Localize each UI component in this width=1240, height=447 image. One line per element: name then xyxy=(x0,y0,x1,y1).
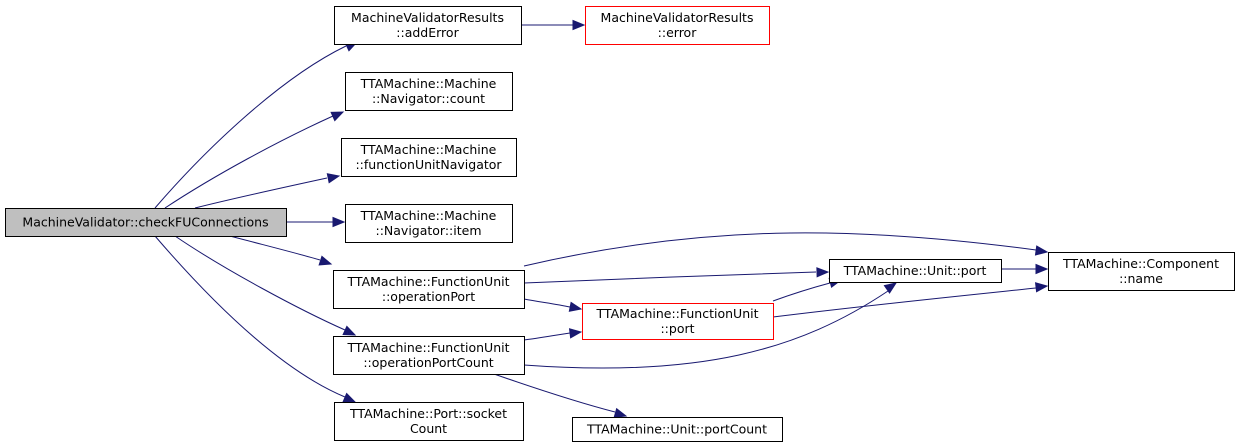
node-label-line: TTAMachine::FunctionUnit xyxy=(596,306,759,321)
edge-check-fu-to-nav-item xyxy=(286,216,346,228)
arrowhead-icon xyxy=(568,328,583,339)
arrowhead-icon xyxy=(342,392,357,403)
node-label-line: ::functionUnitNavigator xyxy=(355,157,502,172)
edge-check-fu-to-operation-port-count xyxy=(174,235,357,336)
arrowhead-icon xyxy=(883,282,898,294)
node-fu-port[interactable]: TTAMachine::FunctionUnit::port xyxy=(582,303,774,340)
arrowhead-icon xyxy=(572,19,586,31)
edge-line xyxy=(493,373,616,413)
edge-line xyxy=(229,235,321,261)
node-add-error[interactable]: MachineValidatorResults::addError xyxy=(334,6,522,45)
node-box xyxy=(829,259,1002,283)
node-label-line: TTAMachine::Machine xyxy=(360,76,497,91)
edge-operation-port-count-to-fu-port xyxy=(523,328,583,341)
node-box xyxy=(334,6,522,45)
node-unit-port[interactable]: TTAMachine::Unit::port xyxy=(829,259,1002,283)
edge-fu-port-to-component-name xyxy=(772,282,1049,318)
arrowhead-icon xyxy=(332,216,346,228)
edge-operation-port-to-unit-port xyxy=(523,267,830,284)
edge-line xyxy=(194,177,328,209)
node-unit-port-count[interactable]: TTAMachine::Unit::portCount xyxy=(572,417,783,442)
node-label-line: ::operationPort xyxy=(382,289,475,304)
edge-line xyxy=(523,332,571,341)
arrowhead-icon xyxy=(342,325,357,336)
edge-check-fu-to-add-error xyxy=(154,41,359,209)
node-box xyxy=(333,270,525,309)
node-label-line: TTAMachine::FunctionUnit xyxy=(347,340,510,355)
edge-check-fu-to-fu-navigator xyxy=(194,173,341,209)
edge-add-error-to-error xyxy=(521,19,586,31)
edge-operation-port-to-fu-port xyxy=(523,298,583,312)
node-label-line: MachineValidatorResults xyxy=(601,10,754,25)
node-label-line: ::name xyxy=(1119,271,1163,286)
edge-line xyxy=(523,298,571,308)
node-box xyxy=(333,336,525,375)
edge-line xyxy=(523,290,889,369)
edge-line xyxy=(174,235,346,331)
arrowhead-icon xyxy=(318,255,333,266)
edge-operation-port-to-component-name xyxy=(523,232,1049,267)
node-label-line: MachineValidator::checkFUConnections xyxy=(22,215,268,230)
nodes-layer: MachineValidator::checkFUConnections Mach… xyxy=(5,6,1235,442)
node-label-line: ::Navigator::count xyxy=(372,91,485,106)
node-operation-port[interactable]: TTAMachine::FunctionUnit::operationPort xyxy=(333,270,525,309)
arrowhead-icon xyxy=(613,407,628,418)
node-fu-navigator[interactable]: TTAMachine::Machine::functionUnitNavigat… xyxy=(341,138,517,177)
node-label-line: ::Navigator::item xyxy=(375,223,481,238)
arrowhead-icon xyxy=(330,111,345,122)
arrowhead-icon xyxy=(816,267,830,278)
node-check-fu[interactable]: MachineValidator::checkFUConnections xyxy=(5,208,287,237)
node-label-line: ::addError xyxy=(396,25,459,40)
node-error[interactable]: MachineValidatorResults::error xyxy=(585,6,770,45)
node-label-line: TTAMachine::Component xyxy=(1062,256,1219,271)
node-label-line: TTAMachine::Unit::portCount xyxy=(586,422,767,437)
edge-operation-port-count-to-unit-port xyxy=(523,282,898,369)
node-box xyxy=(585,6,770,45)
node-label-line: ::operationPortCount xyxy=(363,355,493,370)
edges-layer xyxy=(154,19,1049,418)
edge-line xyxy=(154,45,347,209)
node-box xyxy=(345,72,513,111)
edge-check-fu-to-port-socket-count xyxy=(154,235,357,403)
edge-line xyxy=(523,271,817,284)
edge-line xyxy=(154,235,346,398)
edge-operation-port-count-to-unit-port-count xyxy=(493,373,628,418)
node-box xyxy=(1048,252,1235,291)
node-box xyxy=(345,204,513,243)
node-label-line: TTAMachine::Machine xyxy=(360,208,497,223)
node-box xyxy=(572,417,783,442)
node-label-line: TTAMachine::Unit::port xyxy=(843,263,987,278)
node-box xyxy=(334,402,524,441)
node-label-line: ::error xyxy=(658,25,698,40)
edge-line xyxy=(772,287,1037,318)
edge-line xyxy=(523,232,1037,267)
edge-check-fu-to-operation-port xyxy=(229,235,333,266)
node-box xyxy=(341,138,517,177)
node-label-line: ::port xyxy=(660,321,694,336)
edge-check-fu-to-nav-count xyxy=(164,111,345,209)
node-label-line: Count xyxy=(410,421,447,436)
arrowhead-icon xyxy=(568,301,583,312)
node-label-line: MachineValidatorResults xyxy=(351,10,504,25)
arrowhead-icon xyxy=(1035,263,1049,275)
node-operation-port-count[interactable]: TTAMachine::FunctionUnit::operationPortC… xyxy=(333,336,525,375)
node-label-line: TTAMachine::Port::socket xyxy=(349,406,507,421)
arrowhead-icon xyxy=(1034,245,1049,256)
edge-unit-port-to-component-name xyxy=(1001,263,1049,275)
edge-line xyxy=(772,282,831,302)
node-component-name[interactable]: TTAMachine::Component::name xyxy=(1048,252,1235,291)
node-box xyxy=(582,303,774,340)
node-nav-count[interactable]: TTAMachine::Machine::Navigator::count xyxy=(345,72,513,111)
edge-line xyxy=(164,115,334,209)
arrowhead-icon xyxy=(1034,282,1049,293)
node-label-line: TTAMachine::Machine xyxy=(360,142,497,157)
node-box xyxy=(5,208,287,237)
node-nav-item[interactable]: TTAMachine::Machine::Navigator::item xyxy=(345,204,513,243)
arrowhead-icon xyxy=(326,173,341,184)
node-label-line: TTAMachine::FunctionUnit xyxy=(347,274,510,289)
